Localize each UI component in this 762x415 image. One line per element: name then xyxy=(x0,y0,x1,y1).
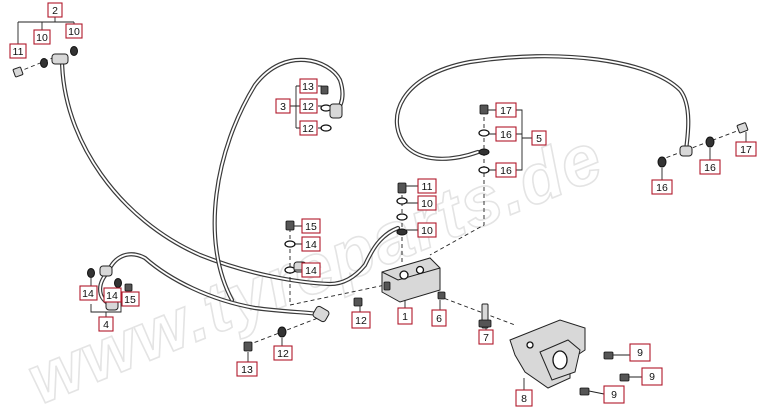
callout-17-right: 17 xyxy=(735,141,757,157)
svg-text:8: 8 xyxy=(521,393,527,405)
svg-text:11: 11 xyxy=(422,181,433,193)
parts xyxy=(12,46,749,396)
svg-text:10: 10 xyxy=(421,198,433,210)
svg-text:10: 10 xyxy=(36,32,48,44)
fitting-6 xyxy=(437,291,446,300)
svg-text:12: 12 xyxy=(302,101,314,113)
svg-text:12: 12 xyxy=(302,123,314,135)
callout-10-center-b: 10 xyxy=(417,222,437,238)
svg-text:10: 10 xyxy=(421,225,433,237)
svg-text:16: 16 xyxy=(500,129,512,141)
leader-lines xyxy=(17,16,747,395)
svg-text:13: 13 xyxy=(241,364,253,376)
callout-9-a: 9 xyxy=(629,343,651,362)
svg-text:17: 17 xyxy=(740,144,752,156)
banjo-fitting-top-left xyxy=(12,46,78,78)
fitting-10-11 xyxy=(396,182,408,236)
svg-text:4: 4 xyxy=(103,319,109,331)
svg-text:5: 5 xyxy=(536,133,542,145)
svg-text:15: 15 xyxy=(305,221,317,233)
fitting-12-center xyxy=(353,297,363,307)
svg-text:14: 14 xyxy=(82,288,94,300)
callout-15-left: 15 xyxy=(121,291,140,307)
fitting-12-13-bottom xyxy=(243,305,330,352)
svg-text:1: 1 xyxy=(402,311,408,323)
callout-2: 2 xyxy=(47,2,63,18)
callout-16-right-b: 16 xyxy=(699,159,721,175)
bracket-8 xyxy=(509,319,586,389)
svg-text:6: 6 xyxy=(436,313,442,325)
callout-9-b: 9 xyxy=(641,367,663,386)
callout-15-center: 15 xyxy=(301,218,321,234)
callout-14-left-a: 14 xyxy=(79,285,98,301)
bolt-7 xyxy=(478,303,492,329)
callout-5: 5 xyxy=(531,130,547,146)
svg-text:2: 2 xyxy=(52,5,58,17)
svg-text:9: 9 xyxy=(637,347,643,359)
svg-text:12: 12 xyxy=(355,315,367,327)
callout-9-c: 9 xyxy=(603,385,625,404)
bolt-9-a xyxy=(603,351,614,360)
callout-4: 4 xyxy=(98,316,114,332)
callout-7: 7 xyxy=(478,329,494,345)
callout-6: 6 xyxy=(431,309,447,327)
svg-text:16: 16 xyxy=(500,165,512,177)
valve-block xyxy=(381,257,441,303)
callout-12-top-b: 12 xyxy=(299,120,318,136)
callout-13-top: 13 xyxy=(299,78,318,94)
callout-10-center-a: 10 xyxy=(417,195,437,211)
callout-10-top-left-b: 10 xyxy=(65,23,83,39)
bolt-9-b xyxy=(619,373,630,382)
svg-text:14: 14 xyxy=(305,239,317,251)
svg-text:16: 16 xyxy=(656,182,668,194)
svg-text:12: 12 xyxy=(277,348,289,360)
callout-16-top-b: 16 xyxy=(495,162,517,178)
callout-16-top-a: 16 xyxy=(495,126,517,142)
svg-text:14: 14 xyxy=(305,265,317,277)
fitting-5 xyxy=(478,104,490,174)
svg-text:10: 10 xyxy=(68,26,80,38)
fitting-3 xyxy=(320,85,343,132)
svg-text:17: 17 xyxy=(500,105,512,117)
callout-14-center-b: 14 xyxy=(301,262,321,278)
callout-13-bottom: 13 xyxy=(236,361,258,377)
svg-text:16: 16 xyxy=(704,162,716,174)
svg-text:9: 9 xyxy=(649,371,655,383)
callout-10-top-left-a: 10 xyxy=(33,29,51,45)
bolt-9-c xyxy=(579,387,590,396)
callout-14-center-a: 14 xyxy=(301,236,321,252)
svg-text:14: 14 xyxy=(106,290,118,302)
callout-14-left-b: 14 xyxy=(103,287,122,303)
callout-17-top: 17 xyxy=(495,102,517,118)
svg-text:7: 7 xyxy=(483,332,489,344)
callout-11-center: 11 xyxy=(417,178,437,194)
fitting-16-17-right xyxy=(657,122,749,168)
callout-12-center: 12 xyxy=(351,311,371,329)
svg-text:15: 15 xyxy=(124,294,136,306)
callout-1: 1 xyxy=(397,307,413,325)
callout-11-top-left: 11 xyxy=(9,43,27,59)
svg-text:3: 3 xyxy=(280,101,286,113)
svg-text:9: 9 xyxy=(611,389,617,401)
callouts: 2 11 10 10 3 13 12 12 17 16 5 16 11 10 1… xyxy=(9,2,757,407)
callout-16-right-a: 16 xyxy=(651,179,673,195)
callout-3: 3 xyxy=(275,98,291,114)
callout-12-bottom: 12 xyxy=(273,345,293,361)
callout-12-top-a: 12 xyxy=(299,98,318,114)
svg-text:11: 11 xyxy=(13,46,24,58)
svg-text:13: 13 xyxy=(302,81,314,93)
callout-8: 8 xyxy=(515,389,533,407)
